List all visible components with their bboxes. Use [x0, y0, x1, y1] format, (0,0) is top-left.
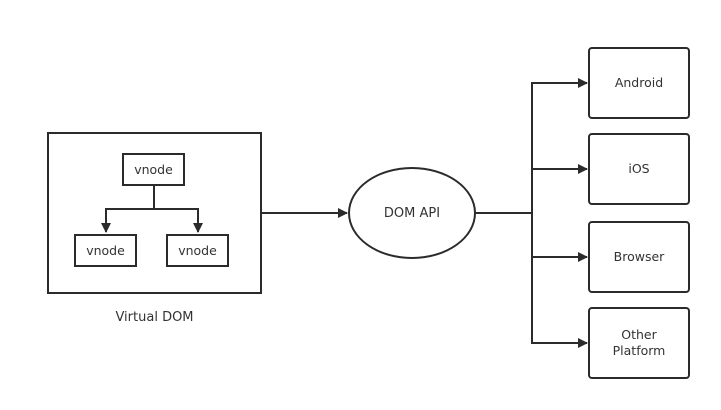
- vnode-root: vnode: [122, 153, 185, 186]
- virtual-dom-caption: Virtual DOM: [115, 310, 194, 325]
- dom-api-node: DOM API: [348, 167, 476, 259]
- platform-other-label-line1: Other: [621, 327, 657, 342]
- vnode-child-left-label: vnode: [86, 242, 125, 258]
- vnode-child-right: vnode: [166, 234, 229, 267]
- vnode-child-left: vnode: [74, 234, 137, 267]
- edge-root-to-left-vnode: [101, 185, 155, 233]
- platform-android: Android: [588, 47, 690, 119]
- platform-android-label: Android: [614, 75, 664, 90]
- platform-ios-label: iOS: [628, 161, 650, 176]
- dom-api-label: DOM API: [383, 205, 441, 221]
- vnode-child-right-label: vnode: [178, 242, 217, 258]
- platform-other-label-line2: Platform: [612, 343, 666, 358]
- edge-root-to-right-vnode: [154, 208, 203, 233]
- vnode-root-label: vnode: [134, 161, 173, 177]
- virtual-dom-container: [47, 132, 262, 294]
- platform-browser-label: Browser: [613, 249, 665, 264]
- platform-ios: iOS: [588, 133, 690, 205]
- platform-other: Other Platform: [588, 307, 690, 379]
- platform-browser: Browser: [588, 221, 690, 293]
